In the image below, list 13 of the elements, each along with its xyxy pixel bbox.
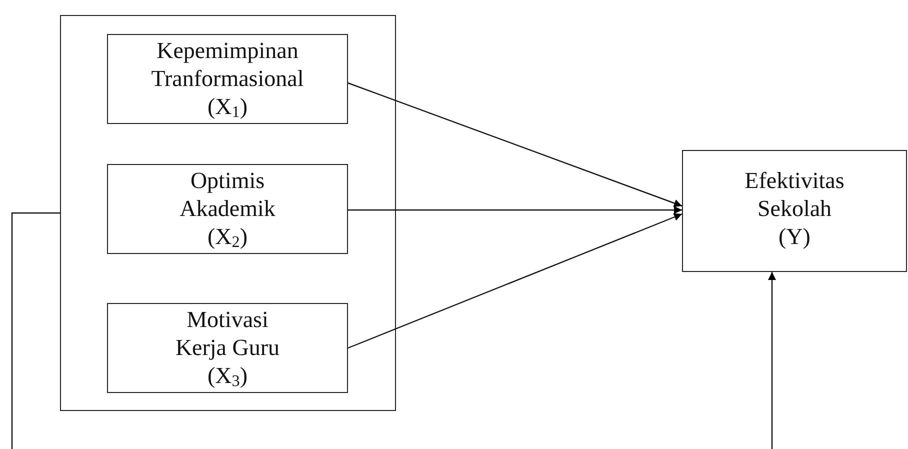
connector-arrow <box>768 272 776 449</box>
text-box <box>107 303 348 393</box>
node-label: Optimis Akademik (X$_{2}$) <box>178 167 276 251</box>
group-frame <box>60 15 396 411</box>
connector-arrow <box>348 206 682 214</box>
text-box <box>682 150 907 272</box>
connector-arrow <box>348 82 682 207</box>
text-box <box>107 34 348 124</box>
text-box <box>107 164 348 254</box>
node-label: Efektivitas Sekolah (Y) <box>744 167 846 251</box>
node-label: Motivasi Kerja Guru (X$_{3}$) <box>174 306 281 390</box>
connector-arrow <box>348 213 682 349</box>
node-label: Kepemimpinan Tranformasional (X$_{1}$) <box>150 37 305 121</box>
